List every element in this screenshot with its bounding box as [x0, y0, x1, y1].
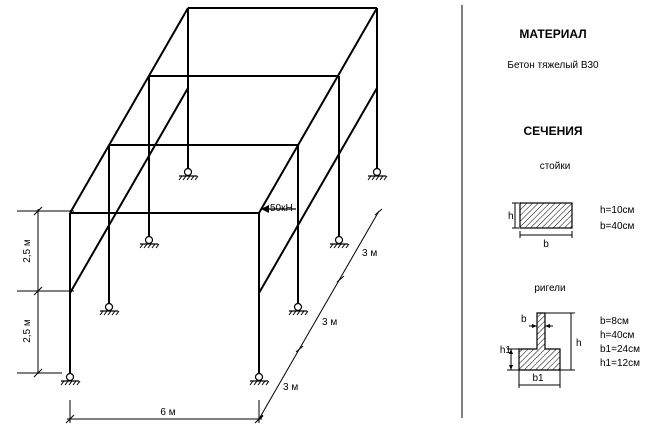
beam-param-h1: h1=12см — [600, 358, 640, 369]
beam — [258, 87, 378, 294]
load-arrow — [261, 205, 296, 213]
height-label-bottom: 2,5 м — [22, 319, 33, 343]
height-dimension — [17, 206, 74, 378]
column-param-h: h=10см — [600, 205, 635, 216]
beam-section-drawing — [507, 312, 575, 388]
beam-param-b: b=8см — [600, 316, 629, 327]
height-label-top: 2,5 м — [22, 239, 33, 263]
depth-label-near: 3 м — [283, 382, 298, 393]
material-heading: МАТЕРИАЛ — [519, 27, 586, 41]
beams-label: ригели — [534, 283, 565, 294]
beam-b1-mark: b1 — [532, 373, 544, 384]
load-label: 50кН — [270, 203, 293, 214]
beam-param-h: h=40см — [600, 330, 635, 341]
beam — [258, 7, 378, 214]
beam-param-b1: b1=24см — [600, 344, 640, 355]
beam-h-mark: h — [576, 338, 582, 349]
columns-label: стойки — [540, 161, 571, 172]
column-h-mark: h — [508, 211, 514, 222]
column-b-mark: b — [543, 239, 549, 250]
beam-h1-mark: h1 — [500, 345, 512, 356]
material-value: Бетон тяжелый B30 — [507, 60, 599, 71]
beam — [69, 7, 189, 214]
beam-b-mark: b — [521, 314, 527, 325]
depth-label-far: 3 м — [362, 248, 377, 259]
depth-label-middle: 3 м — [322, 317, 337, 328]
width-label: 6 м — [160, 407, 175, 418]
frame-structure — [69, 7, 378, 373]
beam — [69, 87, 189, 294]
column-section-drawing — [512, 202, 573, 238]
depth-dimension — [255, 208, 383, 423]
column-param-b: b=40см — [600, 221, 635, 232]
sections-heading: СЕЧЕНИЯ — [523, 124, 582, 138]
